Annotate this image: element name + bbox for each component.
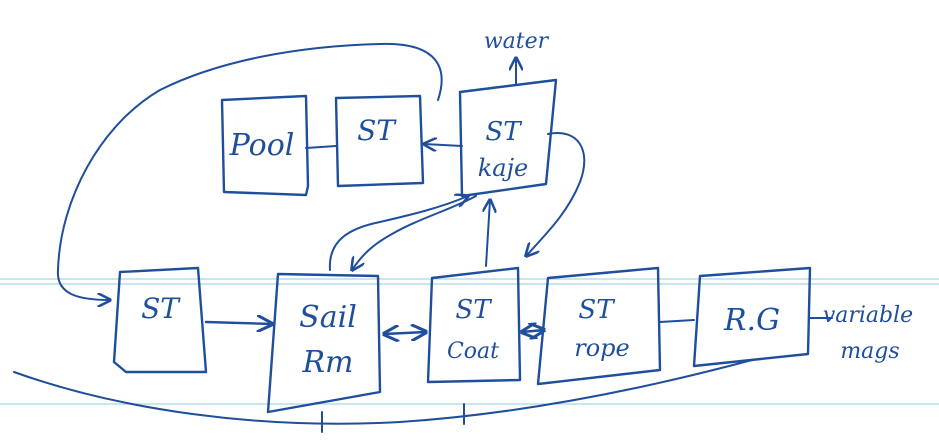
box-rg: R.G — [692, 266, 812, 368]
box-st-kaje: ST kaje — [458, 78, 558, 198]
box-st-left-label: ST — [141, 292, 181, 325]
box-pool-label: Pool — [229, 128, 295, 163]
water-label: water — [484, 29, 550, 54]
box-st-rope: ST rope — [536, 266, 662, 386]
box-st-rope-label-2: rope — [574, 334, 630, 362]
box-pool: Pool — [220, 94, 310, 197]
mags-label: mags — [840, 339, 899, 364]
box-st-kaje-label-1: ST — [485, 117, 522, 147]
box-st-coat: ST Coat — [426, 266, 522, 384]
box-st-top: ST — [334, 94, 425, 188]
variable-label: variable — [823, 303, 913, 328]
box-st-rope-label-1: ST — [578, 295, 615, 325]
box-sail-rm-label-1: Sail — [299, 300, 357, 335]
box-rg-label: R.G — [723, 303, 780, 338]
box-sail-rm: Sail Rm — [266, 272, 382, 414]
connectors — [13, 42, 833, 433]
ruled-lines — [0, 278, 939, 405]
box-st-coat-label-1: ST — [455, 295, 492, 325]
box-sail-rm-label-2: Rm — [301, 345, 353, 380]
box-st-coat-label-2: Coat — [447, 339, 499, 364]
box-st-left: ST — [112, 266, 208, 374]
box-st-kaje-label-2: kaje — [478, 154, 529, 182]
box-st-top-label: ST — [357, 114, 397, 147]
